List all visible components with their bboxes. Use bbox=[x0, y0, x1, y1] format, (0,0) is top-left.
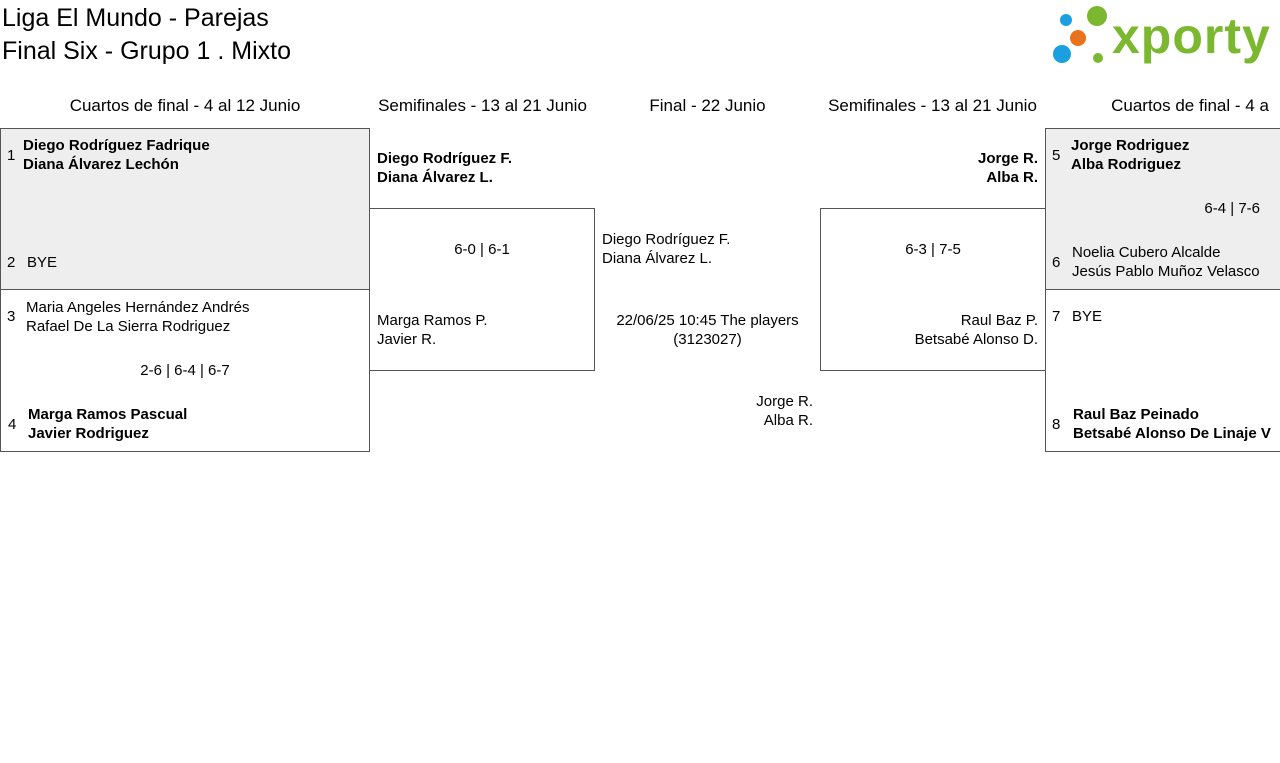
match-card-sf-left[interactable] bbox=[369, 208, 595, 371]
match-score: 6-3 | 7-5 bbox=[905, 241, 961, 258]
player-name: Betsabé Alonso De Linaje V bbox=[1073, 425, 1271, 442]
column-header-sf-left: Semifinales - 13 al 21 Junio bbox=[378, 96, 587, 115]
bye-label: BYE bbox=[27, 254, 58, 271]
player-name: Jesús Pablo Muñoz Velasco bbox=[1072, 263, 1260, 280]
match-score: 6-0 | 6-1 bbox=[454, 241, 510, 258]
column-header-final: Final - 22 Junio bbox=[649, 96, 766, 115]
player-name: Maria Angeles Hernández Andrés bbox=[26, 299, 250, 316]
player-name: Diego Rodríguez Fadrique bbox=[23, 137, 210, 154]
player-name: Jorge R. bbox=[977, 150, 1038, 167]
column-header-qf-right: Cuartos de final - 4 a bbox=[1111, 96, 1269, 115]
match-card-qf3[interactable] bbox=[1045, 128, 1280, 290]
player-name: Diana Álvarez L. bbox=[377, 169, 493, 186]
player-name: Betsabé Alonso D. bbox=[914, 331, 1038, 348]
player-name: Rafael De La Sierra Rodriguez bbox=[26, 318, 231, 335]
player-name: Marga Ramos Pascual bbox=[28, 406, 188, 423]
column-header-sf-right: Semifinales - 13 al 21 Junio bbox=[828, 96, 1037, 115]
match-card-qf4[interactable] bbox=[1045, 289, 1280, 452]
seed-number: 7 bbox=[1052, 308, 1061, 325]
seed-number: 3 bbox=[7, 308, 16, 325]
logo-text: xporty bbox=[1112, 8, 1271, 64]
player-name: Raul Baz P. bbox=[960, 312, 1038, 329]
seed-number: 5 bbox=[1052, 147, 1061, 164]
player-name: Raul Baz Peinado bbox=[1073, 406, 1199, 423]
bye-label: BYE bbox=[1072, 308, 1103, 325]
page-title: Liga El Mundo - Parejas bbox=[2, 4, 269, 32]
player-name: Diego Rodríguez F. bbox=[377, 150, 512, 167]
page-subtitle: Final Six - Grupo 1 . Mixto bbox=[2, 37, 291, 65]
seed-number: 4 bbox=[8, 416, 17, 433]
seed-number: 8 bbox=[1052, 416, 1061, 433]
player-name: Alba R. bbox=[986, 169, 1038, 186]
player-name: Marga Ramos P. bbox=[377, 312, 488, 329]
player-name: Alba Rodriguez bbox=[1071, 156, 1182, 173]
player-name: Alba R. bbox=[763, 412, 813, 429]
player-name: Jorge R. bbox=[756, 393, 813, 410]
player-name: Javier R. bbox=[377, 331, 437, 348]
player-name: Jorge Rodriguez bbox=[1071, 137, 1190, 154]
match-id: (3123027) bbox=[673, 331, 742, 348]
match-score: 2-6 | 6-4 | 6-7 bbox=[140, 362, 230, 379]
xporty-logo: xporty bbox=[1050, 4, 1278, 68]
match-info: 22/06/25 10:45 The players bbox=[616, 312, 799, 329]
player-name: Javier Rodriguez bbox=[28, 425, 149, 442]
player-name: Diana Álvarez L. bbox=[602, 250, 713, 267]
match-card-qf1[interactable] bbox=[0, 128, 370, 290]
seed-number: 2 bbox=[7, 254, 16, 271]
match-score: 6-4 | 7-6 bbox=[1204, 200, 1260, 217]
player-name: Noelia Cubero Alcalde bbox=[1072, 244, 1221, 261]
player-name: Diego Rodríguez F. bbox=[602, 231, 731, 248]
column-header-qf-left: Cuartos de final - 4 al 12 Junio bbox=[69, 96, 301, 115]
seed-number: 6 bbox=[1052, 254, 1061, 271]
seed-number: 1 bbox=[7, 147, 16, 164]
player-name: Diana Álvarez Lechón bbox=[23, 156, 179, 173]
